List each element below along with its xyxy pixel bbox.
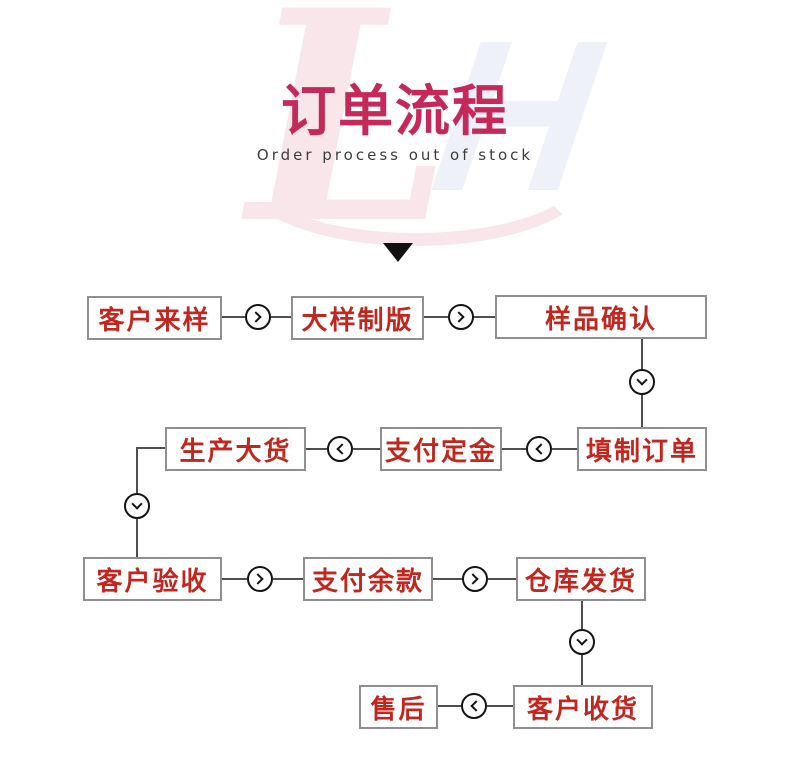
connector-line <box>222 578 247 580</box>
arrow-right-icon <box>453 311 465 323</box>
connector-line <box>438 705 461 707</box>
arrow-left-icon <box>336 443 348 455</box>
arrow-down-circle-icon <box>629 369 655 395</box>
flow-node-warehouse-shipping: 仓库发货 <box>516 557 646 601</box>
flow-node-bulk-production: 生产大货 <box>165 427 306 471</box>
connector-line <box>222 316 245 318</box>
arrow-down-icon <box>131 498 143 510</box>
arrow-left-circle-icon <box>461 693 487 719</box>
flow-node-sample-platemaking: 大样制版 <box>291 296 424 340</box>
flow-node-sample-confirmation: 样品确认 <box>495 295 707 339</box>
arrow-left-circle-icon <box>327 436 353 462</box>
flow-node-customer-acceptance: 客户验收 <box>83 557 222 601</box>
flow-node-pay-balance: 支付余款 <box>303 557 433 601</box>
arrow-left-icon <box>470 700 482 712</box>
arrow-right-circle-icon <box>245 304 271 330</box>
arrow-down-icon <box>636 374 648 386</box>
arrow-right-icon <box>252 573 264 585</box>
arrow-right-circle-icon <box>247 566 273 592</box>
connector-line <box>641 395 643 427</box>
connector-line <box>487 705 513 707</box>
arrow-right-icon <box>250 311 262 323</box>
connector-line <box>353 448 380 450</box>
flow-node-pay-deposit: 支付定金 <box>380 427 502 471</box>
flow-node-customer-sample: 客户来样 <box>87 296 222 340</box>
connector-line <box>273 578 303 580</box>
arrow-down-circle-icon <box>124 493 150 519</box>
page-title: 订单流程 <box>280 78 509 143</box>
arrow-right-circle-icon <box>448 304 474 330</box>
connector-line <box>424 316 448 318</box>
connector-line <box>306 448 327 450</box>
flow-node-fill-order: 填制订单 <box>577 427 707 471</box>
flow-node-customer-receipt: 客户收货 <box>513 685 653 729</box>
arrow-left-icon <box>535 443 547 455</box>
arrow-down-icon <box>576 634 588 646</box>
triangle-down-icon <box>383 243 413 262</box>
arrow-left-circle-icon <box>526 436 552 462</box>
connector-line <box>552 448 577 450</box>
connector-line <box>137 447 165 449</box>
arrow-right-circle-icon <box>462 566 488 592</box>
connector-line <box>136 519 138 557</box>
page-subtitle: Order process out of stock <box>256 146 534 164</box>
connector-line <box>488 578 516 580</box>
connector-line <box>271 316 291 318</box>
connector-line <box>136 447 138 493</box>
connector-line <box>581 655 583 685</box>
arrow-down-circle-icon <box>569 629 595 655</box>
connector-line <box>641 339 643 369</box>
connector-line <box>474 316 495 318</box>
arrow-right-icon <box>467 573 479 585</box>
flow-node-after-sales: 售后 <box>359 685 438 729</box>
connector-line <box>581 601 583 629</box>
connector-line <box>433 578 462 580</box>
connector-line <box>502 448 526 450</box>
